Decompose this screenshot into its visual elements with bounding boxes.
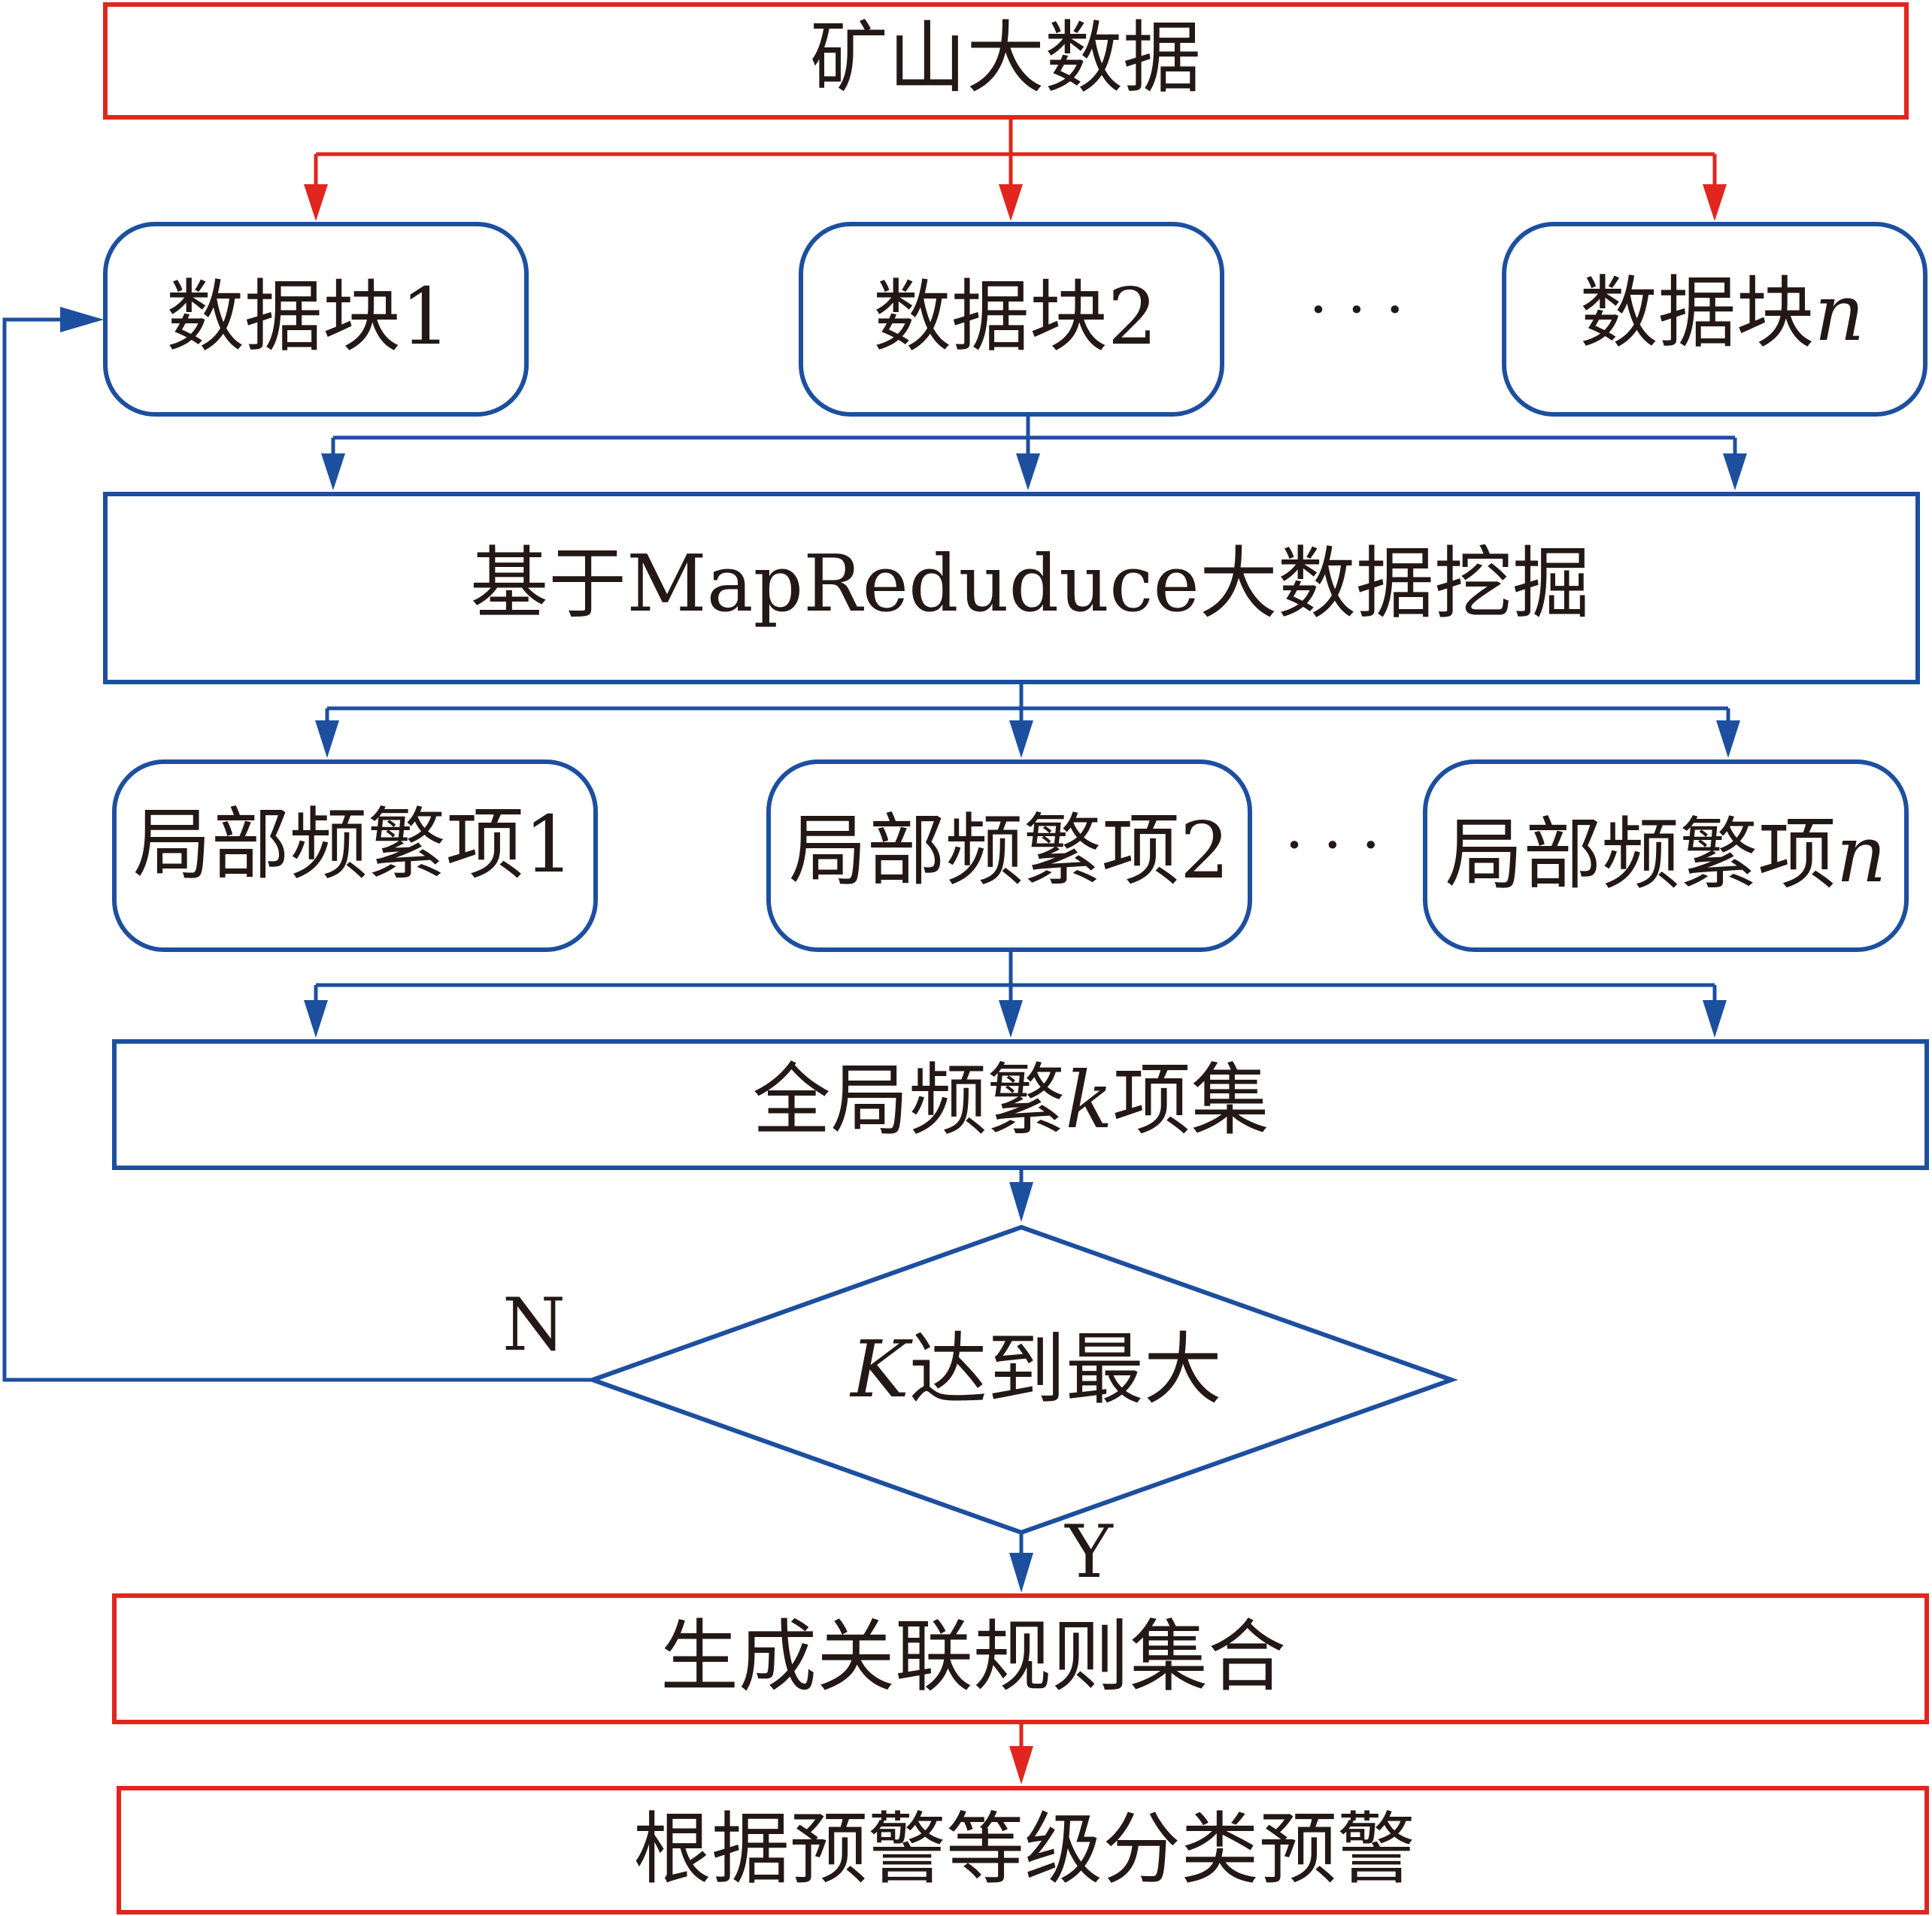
merge-arrows-to-global [304, 950, 1727, 1038]
global-itemset-suffix: 项集 [1113, 1054, 1269, 1146]
association-rules-label: 生成关联规则集合 [660, 1611, 1286, 1702]
local-item-1-box [112, 759, 598, 952]
mapreduce-mining-label: 基于MapReduduce大数据挖掘 [470, 538, 1591, 629]
no-label: N [502, 1283, 566, 1367]
data-block-1-box [103, 222, 529, 417]
data-block-n-label: 数据块n [1580, 267, 1865, 359]
data-block-n-box [1502, 222, 1927, 417]
association-rules-box [112, 1593, 1929, 1724]
split-arrows-to-local-items [315, 684, 1740, 758]
data-block-2-box [799, 222, 1224, 417]
global-itemset-label: 全局频繁k项集 [752, 1054, 1269, 1146]
local-item-n-var: n [1836, 808, 1887, 900]
mine-big-data-box [103, 2, 1909, 120]
decision-var: K [849, 1323, 913, 1415]
local-item-n-text: 局部频繁项 [1445, 808, 1836, 900]
local-item-n-label: 局部频繁项n [1445, 808, 1887, 900]
local-item-2-label: 局部频繁项2 [789, 805, 1230, 896]
arrow-to-warning [1009, 1722, 1033, 1784]
arrow-to-decision [1009, 1168, 1033, 1222]
data-block-n-text: 数据块 [1580, 267, 1815, 359]
yes-label: Y [1063, 1510, 1114, 1594]
data-block-2-label: 数据块2 [873, 271, 1157, 362]
data-block-n-var: n [1815, 267, 1865, 359]
global-itemset-prefix: 全局频繁 [752, 1054, 1065, 1146]
decision-label: K达到最大 [849, 1323, 1222, 1415]
local-item-ellipsis: · · · [1284, 810, 1380, 880]
local-item-n-box [1423, 759, 1909, 952]
merge-arrows-to-mining [321, 414, 1747, 490]
mine-big-data-label: 矿山大数据 [810, 12, 1201, 104]
data-block-ellipsis: · · · [1309, 274, 1404, 344]
mapreduce-mining-box [103, 492, 1920, 684]
global-itemset-var: k [1065, 1054, 1112, 1146]
split-arrows-to-data-blocks [304, 120, 1727, 221]
yes-arrow-to-rules [1009, 1532, 1033, 1593]
no-feedback-loop [2, 307, 593, 1382]
classified-warning-label: 根据预警等级分类预警 [633, 1803, 1415, 1895]
local-item-1-label: 局部频繁项1 [133, 799, 574, 890]
classified-warning-box [117, 1786, 1929, 1914]
decision-text: 达到最大 [909, 1323, 1222, 1415]
data-block-1-label: 数据块1 [166, 271, 450, 362]
